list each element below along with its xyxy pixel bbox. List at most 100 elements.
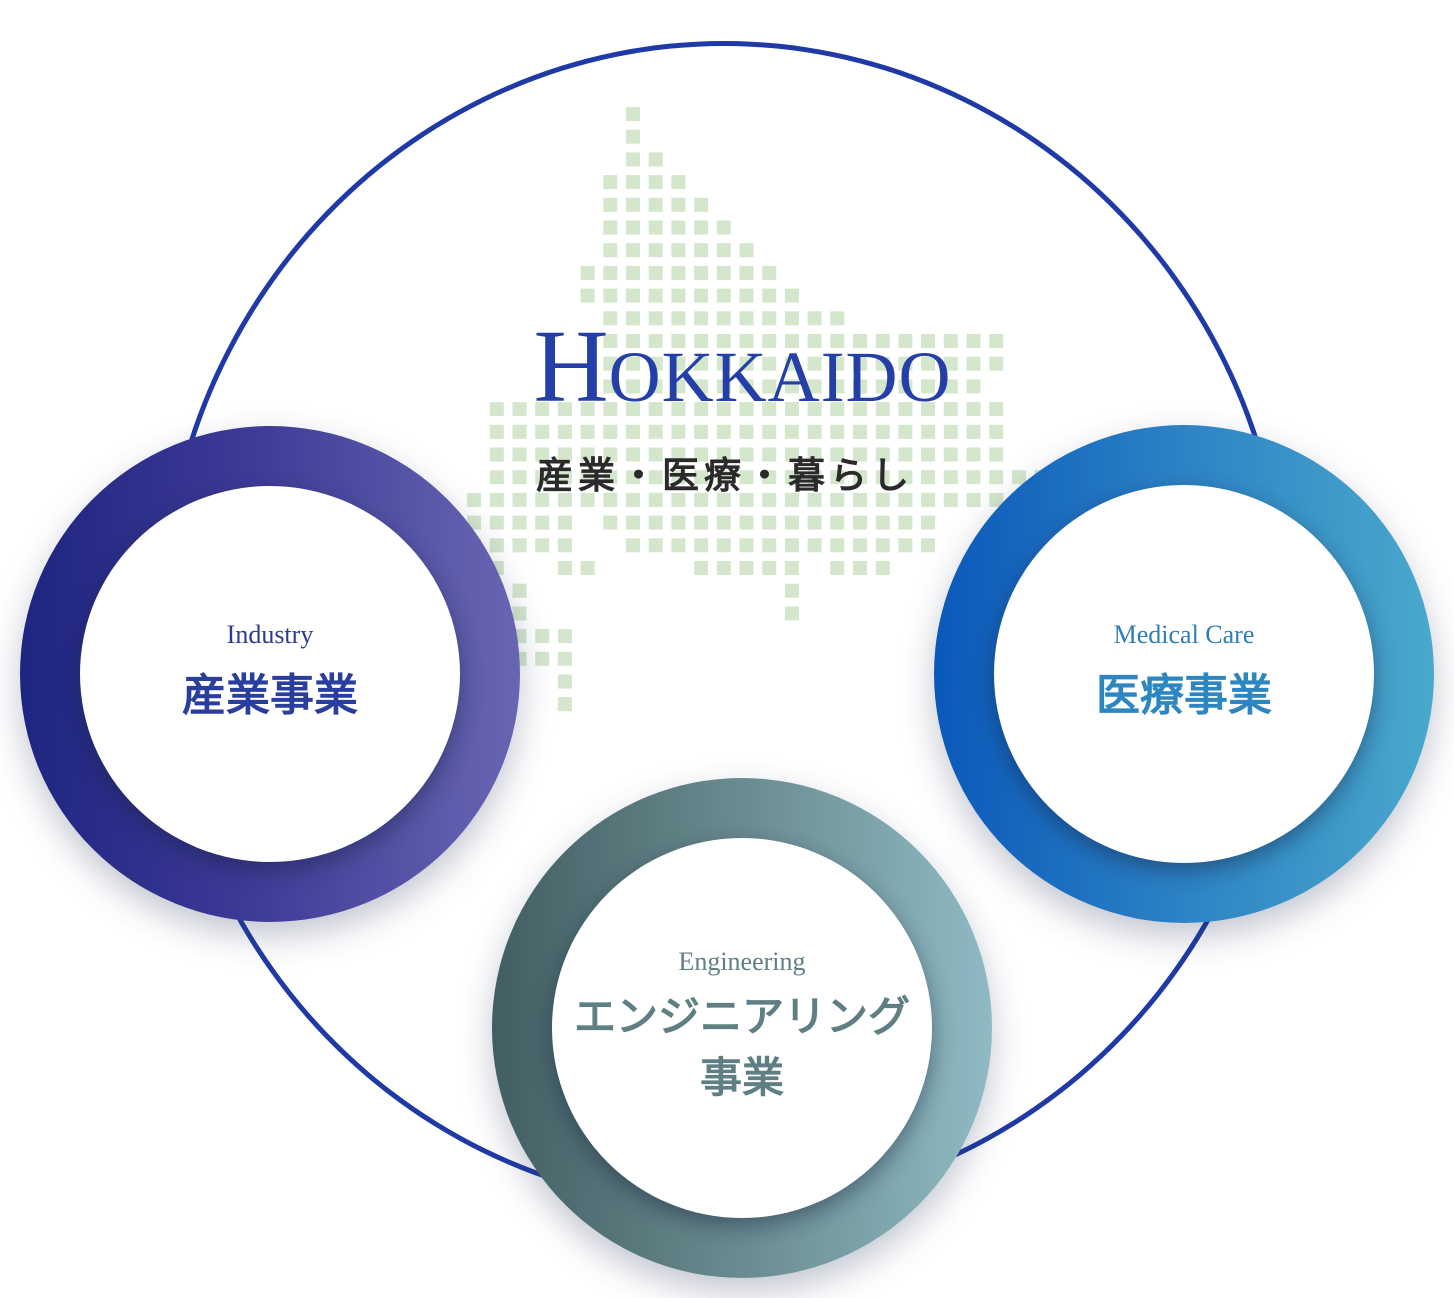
- map-tile: [921, 538, 936, 553]
- map-tile: [943, 447, 958, 462]
- map-tile: [762, 447, 777, 462]
- map-tile: [853, 515, 867, 530]
- map-tile: [853, 538, 867, 553]
- map-tile: [716, 515, 731, 530]
- map-tile: [875, 356, 890, 371]
- map-tile: [557, 424, 572, 439]
- map-tile: [671, 220, 686, 235]
- map-tile: [557, 447, 572, 462]
- map-tile: [966, 402, 981, 417]
- map-tile: [512, 447, 527, 462]
- map-tile: [875, 402, 890, 417]
- map-tile: [694, 243, 709, 258]
- map-tile: [694, 515, 709, 530]
- map-tile: [626, 447, 640, 462]
- map-tile: [739, 379, 754, 394]
- map-tile: [830, 334, 845, 348]
- map-tile: [966, 334, 981, 348]
- map-tile: [875, 561, 890, 575]
- industry-en-label: Industry: [226, 620, 314, 650]
- map-tile: [671, 243, 686, 258]
- map-tile: [648, 175, 663, 190]
- map-tile: [626, 107, 640, 121]
- map-tile: [557, 470, 572, 485]
- map-tile: [762, 265, 777, 280]
- medical-circle[interactable]: Medical Care 医療事業: [994, 485, 1374, 863]
- map-tile: [626, 356, 640, 371]
- map-tile: [535, 629, 550, 644]
- map-tile: [671, 538, 686, 553]
- map-tile: [739, 470, 754, 485]
- map-tile: [921, 356, 936, 371]
- map-tile: [784, 424, 799, 439]
- map-tile: [694, 447, 709, 462]
- map-tile: [784, 334, 799, 348]
- map-tile: [694, 197, 709, 212]
- map-tile: [716, 334, 731, 348]
- map-tile: [784, 492, 799, 507]
- map-tile: [512, 515, 527, 530]
- map-tile: [603, 356, 618, 371]
- map-tile: [853, 470, 867, 485]
- map-tile: [648, 220, 663, 235]
- map-tile: [830, 538, 845, 553]
- map-tile: [603, 243, 618, 258]
- map-tile: [648, 197, 663, 212]
- map-tile: [989, 447, 1004, 462]
- map-tile: [853, 334, 867, 348]
- map-tile: [557, 538, 572, 553]
- map-tile: [603, 311, 618, 326]
- map-tile: [784, 583, 799, 598]
- map-tile: [648, 265, 663, 280]
- map-tile: [626, 265, 640, 280]
- map-tile: [557, 674, 572, 689]
- map-tile: [626, 197, 640, 212]
- industry-ring[interactable]: Industry 産業事業: [20, 426, 520, 922]
- map-tile: [830, 561, 845, 575]
- map-tile: [989, 424, 1004, 439]
- map-tile: [830, 492, 845, 507]
- map-tile: [784, 402, 799, 417]
- map-tile: [648, 538, 663, 553]
- map-tile: [557, 515, 572, 530]
- map-tile: [603, 379, 618, 394]
- map-tile: [830, 447, 845, 462]
- map-tile: [762, 402, 777, 417]
- industry-jp-label: 産業事業: [182, 670, 358, 722]
- medical-ring[interactable]: Medical Care 医療事業: [934, 425, 1434, 923]
- engineering-circle[interactable]: Engineering エンジニアリング 事業: [552, 838, 932, 1218]
- map-tile: [898, 515, 913, 530]
- map-tile: [535, 492, 550, 507]
- map-tile: [807, 447, 822, 462]
- industry-circle[interactable]: Industry 産業事業: [80, 486, 460, 862]
- map-tile: [580, 492, 595, 507]
- map-tile: [1011, 470, 1026, 485]
- map-tile: [648, 447, 663, 462]
- map-tile: [762, 470, 777, 485]
- map-tile: [671, 334, 686, 348]
- map-tile: [694, 288, 709, 303]
- map-tile: [694, 220, 709, 235]
- map-tile: [671, 197, 686, 212]
- map-tile: [784, 515, 799, 530]
- map-tile: [966, 356, 981, 371]
- map-tile: [807, 492, 822, 507]
- map-tile: [716, 447, 731, 462]
- map-tile: [943, 402, 958, 417]
- map-tile: [807, 515, 822, 530]
- map-tile: [671, 175, 686, 190]
- map-tile: [716, 424, 731, 439]
- map-tile: [603, 447, 618, 462]
- engineering-ring[interactable]: Engineering エンジニアリング 事業: [492, 778, 992, 1278]
- map-tile: [807, 424, 822, 439]
- map-tile: [966, 492, 981, 507]
- map-tile: [762, 538, 777, 553]
- map-tile: [943, 334, 958, 348]
- map-tile: [626, 152, 640, 167]
- map-tile: [784, 288, 799, 303]
- map-tile: [671, 379, 686, 394]
- map-tile: [739, 288, 754, 303]
- map-tile: [875, 424, 890, 439]
- map-tile: [603, 470, 618, 485]
- map-tile: [921, 492, 936, 507]
